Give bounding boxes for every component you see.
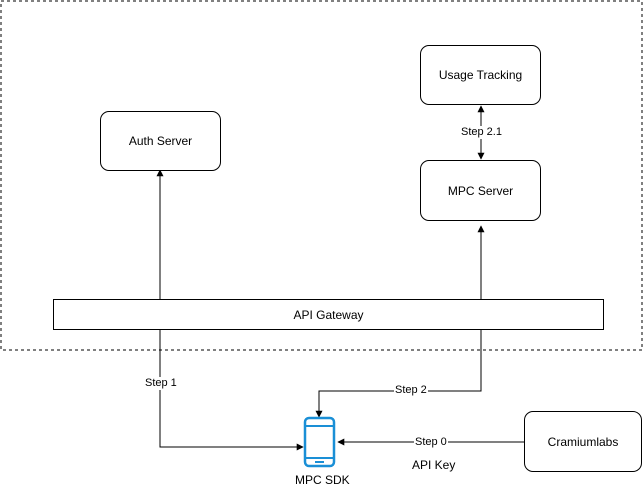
edge-label-step-2-1: Step 2.1 (460, 126, 503, 139)
usage-tracking-node: Usage Tracking (420, 45, 541, 105)
mpc-sdk-label: MPC SDK (294, 473, 351, 487)
api-gateway-label: API Gateway (293, 307, 364, 322)
edge-label-step-1: Step 1 (144, 377, 178, 390)
edge-label-step-0: Step 0 (414, 436, 448, 449)
mpc-server-label: MPC Server (447, 183, 514, 198)
edge-label-api-key: API Key (411, 458, 457, 472)
edge-step-1 (156, 169, 303, 448)
auth-server-label: Auth Server (128, 134, 193, 148)
auth-server-node: Auth Server (100, 111, 221, 171)
api-gateway-bar: API Gateway (53, 299, 604, 330)
edge-label-step-2: Step 2 (394, 384, 428, 397)
cramiumlabs-label: Cramiumlabs (547, 434, 619, 449)
usage-tracking-label: Usage Tracking (438, 68, 523, 82)
mobile-device-icon (303, 416, 336, 468)
mpc-server-node: MPC Server (420, 160, 541, 221)
boundary-dashed (0, 0, 643, 351)
cramiumlabs-node: Cramiumlabs (524, 411, 642, 472)
